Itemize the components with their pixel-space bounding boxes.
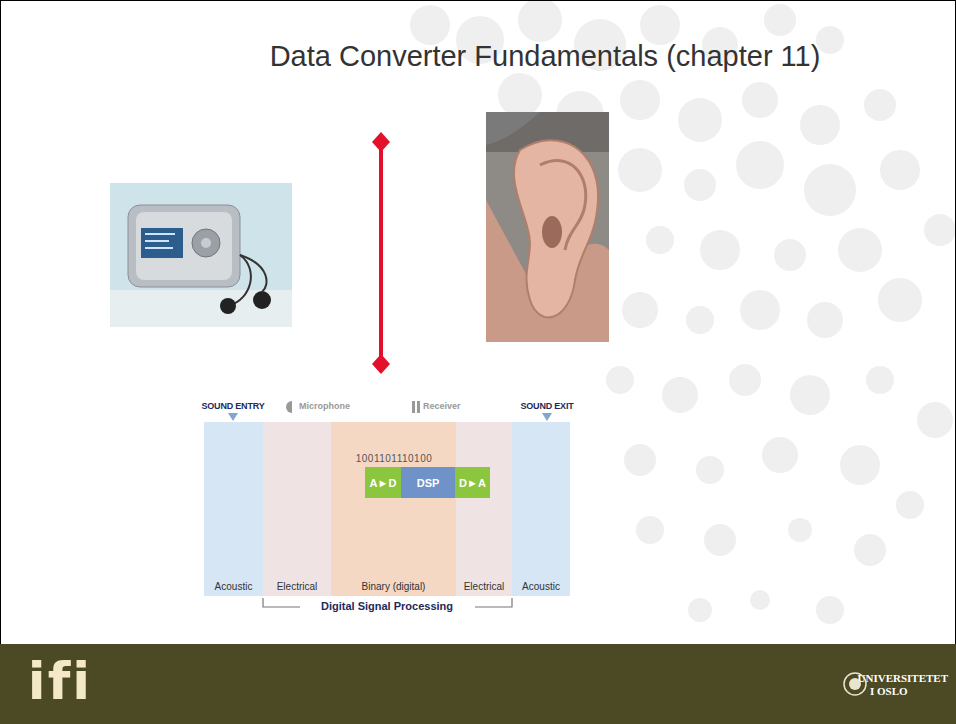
legend-label: Receiver: [423, 401, 461, 411]
block-label: D►A: [459, 477, 486, 489]
dsp-diagram-art: [216, 401, 556, 607]
institution-name: I OSLO: [870, 685, 908, 697]
block-label: A►D: [370, 477, 397, 489]
decor-circles: [410, 0, 956, 624]
logo-text: ifi: [28, 652, 92, 710]
process-box: A►D: [365, 467, 401, 498]
signal-domain-band: Acoustic: [204, 422, 263, 596]
footer-bar: [0, 644, 956, 724]
domain-label: Acoustic: [215, 581, 253, 592]
binary-data: 1001101110100: [356, 453, 433, 464]
entry-pointer: [228, 413, 238, 421]
domain-label: Electrical: [464, 581, 505, 592]
signal-domain-band: Binary (digital): [331, 422, 456, 596]
bracket-label: Digital Signal Processing: [318, 600, 456, 612]
signal-domain-band: Acoustic: [512, 422, 570, 596]
receiver-icon: [412, 401, 420, 413]
domain-label: Acoustic: [522, 581, 560, 592]
ear-photo: [486, 112, 609, 342]
domain-label: Binary (digital): [362, 581, 426, 592]
signal-domain-band: Electrical: [456, 422, 512, 596]
microphone-icon: [286, 401, 292, 413]
slide-title: Data Converter Fundamentals (chapter 11): [270, 40, 821, 73]
heading-label: SOUND ENTRY: [202, 401, 265, 411]
domain-label: Electrical: [277, 581, 318, 592]
mp3-player-photo: [110, 183, 292, 327]
legend-label: Microphone: [299, 401, 350, 411]
heading-label: SOUND EXIT: [520, 401, 573, 411]
process-box: DSP: [401, 467, 455, 498]
red-connector: [372, 132, 390, 374]
signal-domain-band: Electrical: [263, 422, 331, 596]
process-box: D►A: [455, 467, 490, 498]
institution-name: UNIVERSITETET: [858, 672, 948, 684]
exit-pointer: [542, 413, 552, 421]
block-label: DSP: [417, 477, 440, 489]
